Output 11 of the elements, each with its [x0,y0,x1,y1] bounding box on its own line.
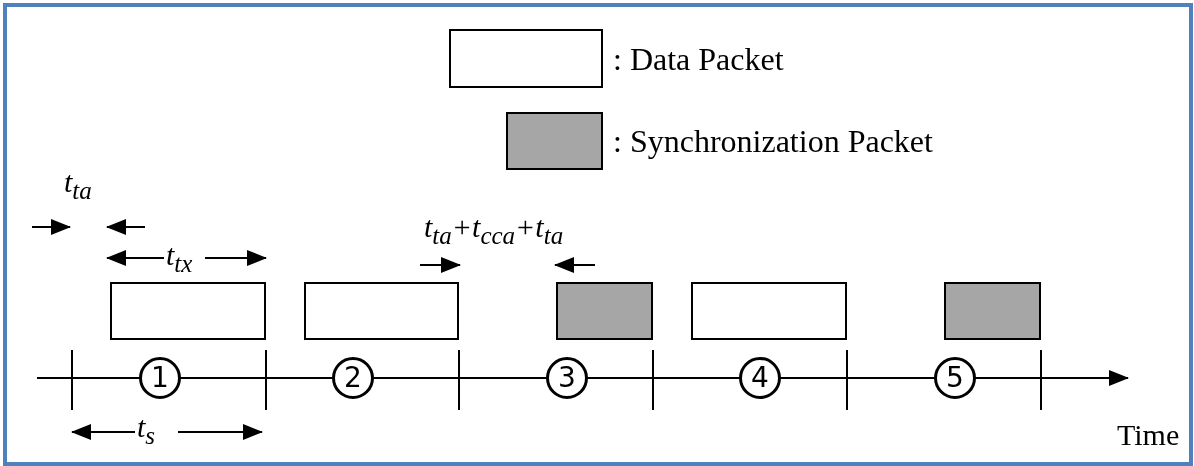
step-number-circle: 4 [739,357,781,399]
packet-box [944,282,1041,340]
step-number-circle: 1 [139,357,181,399]
step-number-circle: 5 [934,357,976,399]
packet-box [691,282,847,340]
step-number-circle: 2 [332,357,374,399]
packet-box [304,282,459,340]
step-number-circle: 3 [546,357,588,399]
axis-label: Time [1116,420,1181,450]
packet-box [110,282,266,340]
packet-box [556,282,653,340]
